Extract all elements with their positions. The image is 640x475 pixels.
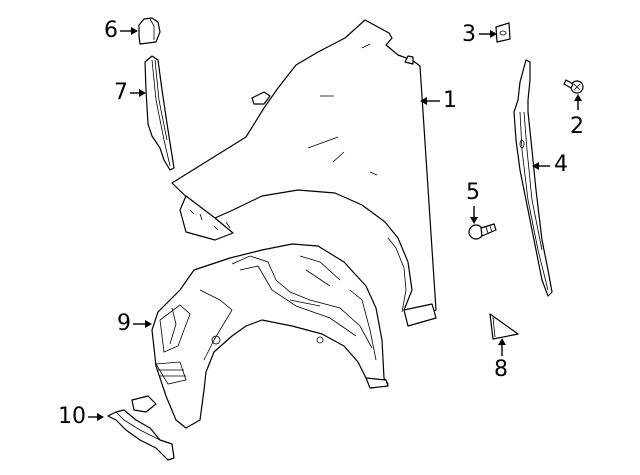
callout-9: 9 <box>117 311 131 336</box>
screw-part-5[interactable] <box>468 223 497 240</box>
triangle-pad-part-8[interactable] <box>489 313 519 340</box>
callout-2: 2 <box>570 114 584 139</box>
callout-1: 1 <box>443 88 457 113</box>
cap-part-6[interactable] <box>138 17 161 45</box>
seal-strip-part-4[interactable] <box>513 59 553 297</box>
callout-3: 3 <box>462 22 476 47</box>
fender-liner-part-9[interactable] <box>151 243 389 429</box>
screw-part-2[interactable] <box>563 79 584 94</box>
fender-part[interactable] <box>171 19 437 327</box>
callout-8: 8 <box>494 357 508 382</box>
leader-arrows <box>88 27 582 421</box>
callout-4: 4 <box>554 152 568 177</box>
splash-shield-part-10[interactable] <box>107 395 175 461</box>
callout-10: 10 <box>58 404 86 429</box>
callout-5: 5 <box>466 180 480 205</box>
callout-6: 6 <box>104 18 118 43</box>
insulator-part-7[interactable] <box>144 55 175 171</box>
seal-pad-part-3[interactable] <box>495 22 511 43</box>
callout-7: 7 <box>114 80 128 105</box>
